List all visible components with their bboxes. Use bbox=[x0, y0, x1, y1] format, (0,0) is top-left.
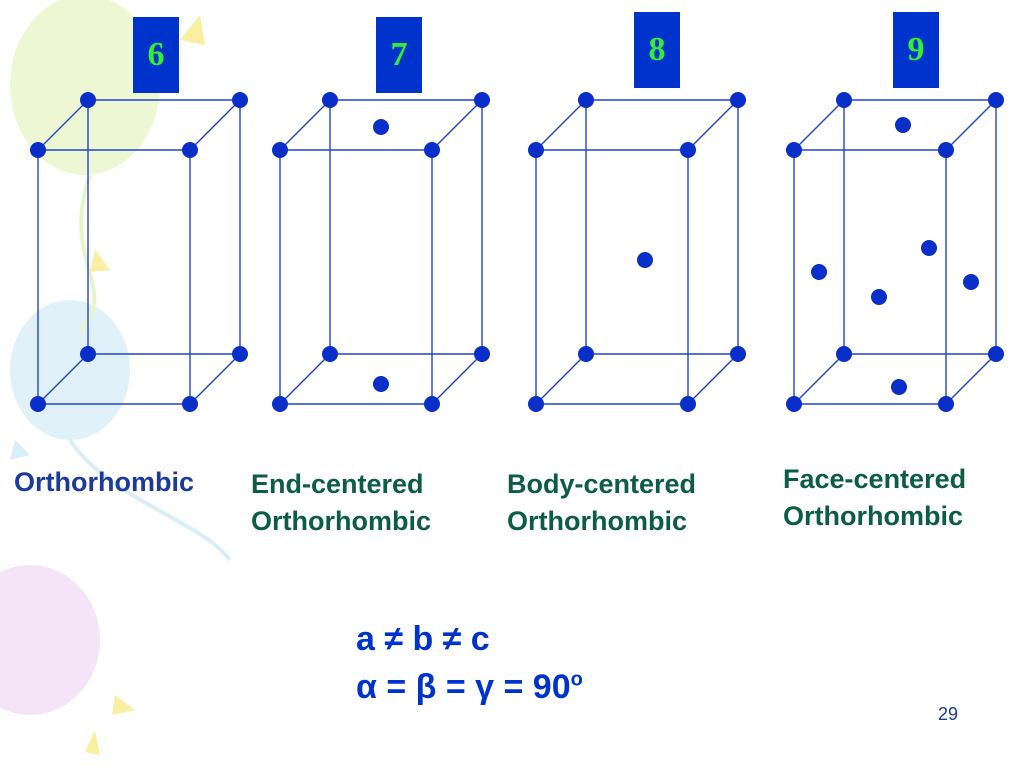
cell-edge bbox=[535, 99, 587, 151]
green-balloon bbox=[10, 0, 160, 175]
equation-line-1: a ≠ b ≠ c bbox=[356, 620, 490, 658]
lattice-atom bbox=[895, 117, 911, 133]
balloon-string bbox=[78, 174, 97, 332]
lattice-atom bbox=[680, 396, 696, 412]
blue-balloon bbox=[10, 300, 130, 440]
degree-superscript: o bbox=[570, 668, 583, 691]
balloon-string bbox=[68, 438, 232, 562]
cell-edge bbox=[431, 99, 483, 151]
lattice-atom bbox=[232, 92, 248, 108]
lattice-atom bbox=[938, 396, 954, 412]
lattice-atom bbox=[730, 346, 746, 362]
cell-edge bbox=[431, 353, 483, 405]
lattice-label-line: Orthorhombic bbox=[783, 501, 963, 531]
lattice-label-line: End-centered bbox=[251, 469, 424, 499]
cell-edge bbox=[793, 99, 845, 151]
lattice-label-line: Orthorhombic bbox=[507, 506, 687, 536]
equation-line-2: α = β = γ = 90o bbox=[356, 668, 583, 707]
lattice-atom bbox=[578, 346, 594, 362]
star-shape bbox=[85, 730, 100, 755]
lattice-atom bbox=[182, 396, 198, 412]
cell-edge bbox=[37, 353, 89, 405]
cell-edge bbox=[793, 353, 845, 405]
lattice-label: Orthorhombic bbox=[14, 464, 194, 501]
lattice-atom bbox=[474, 92, 490, 108]
lattice-atom bbox=[30, 142, 46, 158]
lattice-atom bbox=[811, 264, 827, 280]
lattice-number-badge: 9 bbox=[893, 12, 939, 88]
lattice-atom bbox=[80, 346, 96, 362]
background-decoration bbox=[0, 0, 232, 755]
lattice-cell-9 bbox=[786, 92, 1004, 412]
lattice-atom bbox=[30, 396, 46, 412]
lattice-atom bbox=[988, 92, 1004, 108]
cell-edge bbox=[189, 353, 241, 405]
cell-edge bbox=[279, 353, 331, 405]
lattice-number-badge: 7 bbox=[376, 17, 422, 93]
cell-edge bbox=[687, 99, 739, 151]
lattice-number-badge: 8 bbox=[634, 12, 680, 88]
cell-edge bbox=[535, 353, 587, 405]
lattice-label-line: Face-centered bbox=[783, 464, 967, 494]
lattice-label-line: Body-centered bbox=[507, 469, 697, 499]
lattice-number-badge: 6 bbox=[133, 17, 179, 93]
lattice-atom bbox=[322, 92, 338, 108]
cell-edge bbox=[945, 353, 997, 405]
lattice-label-line: Orthorhombic bbox=[14, 467, 194, 497]
lattice-atom bbox=[680, 142, 696, 158]
cell-edge bbox=[189, 99, 241, 151]
cell-edge bbox=[37, 99, 89, 151]
lattice-atom bbox=[182, 142, 198, 158]
lattice-atom bbox=[578, 92, 594, 108]
lattice-atom bbox=[786, 142, 802, 158]
lattice-cells bbox=[30, 92, 1004, 412]
lattice-atom bbox=[272, 396, 288, 412]
lattice-atom bbox=[528, 396, 544, 412]
cell-edge bbox=[687, 353, 739, 405]
lattice-atom bbox=[921, 240, 937, 256]
cell-edge bbox=[945, 99, 997, 151]
lattice-atom bbox=[232, 346, 248, 362]
lattice-atom bbox=[528, 142, 544, 158]
lattice-atom bbox=[373, 119, 389, 135]
lattice-atom bbox=[963, 274, 979, 290]
lattice-atom bbox=[373, 376, 389, 392]
lattice-atom bbox=[474, 346, 490, 362]
lattice-atom bbox=[637, 252, 653, 268]
lattice-atom bbox=[871, 289, 887, 305]
lattice-atom bbox=[891, 379, 907, 395]
lattice-atom bbox=[938, 142, 954, 158]
equation-angles: α = β = γ = 90 bbox=[356, 668, 571, 706]
star-shape bbox=[112, 695, 135, 715]
lattice-atom bbox=[730, 92, 746, 108]
lattice-label-line: Orthorhombic bbox=[251, 506, 431, 536]
lattice-atom bbox=[836, 92, 852, 108]
pink-balloon bbox=[0, 565, 100, 715]
lattice-atom bbox=[988, 346, 1004, 362]
star-shape bbox=[90, 250, 110, 272]
lattice-cell-8 bbox=[528, 92, 746, 412]
lattice-atom bbox=[322, 346, 338, 362]
lattice-atom bbox=[786, 396, 802, 412]
star-shape bbox=[10, 440, 30, 460]
lattice-cell-6 bbox=[30, 92, 248, 412]
cell-edge bbox=[279, 99, 331, 151]
lattice-atom bbox=[424, 142, 440, 158]
lattice-atom bbox=[80, 92, 96, 108]
lattice-atom bbox=[272, 142, 288, 158]
star-shape bbox=[180, 15, 205, 45]
lattice-atom bbox=[424, 396, 440, 412]
lattice-cell-7 bbox=[272, 92, 490, 412]
page-number: 29 bbox=[938, 704, 959, 724]
lattice-atom bbox=[836, 346, 852, 362]
